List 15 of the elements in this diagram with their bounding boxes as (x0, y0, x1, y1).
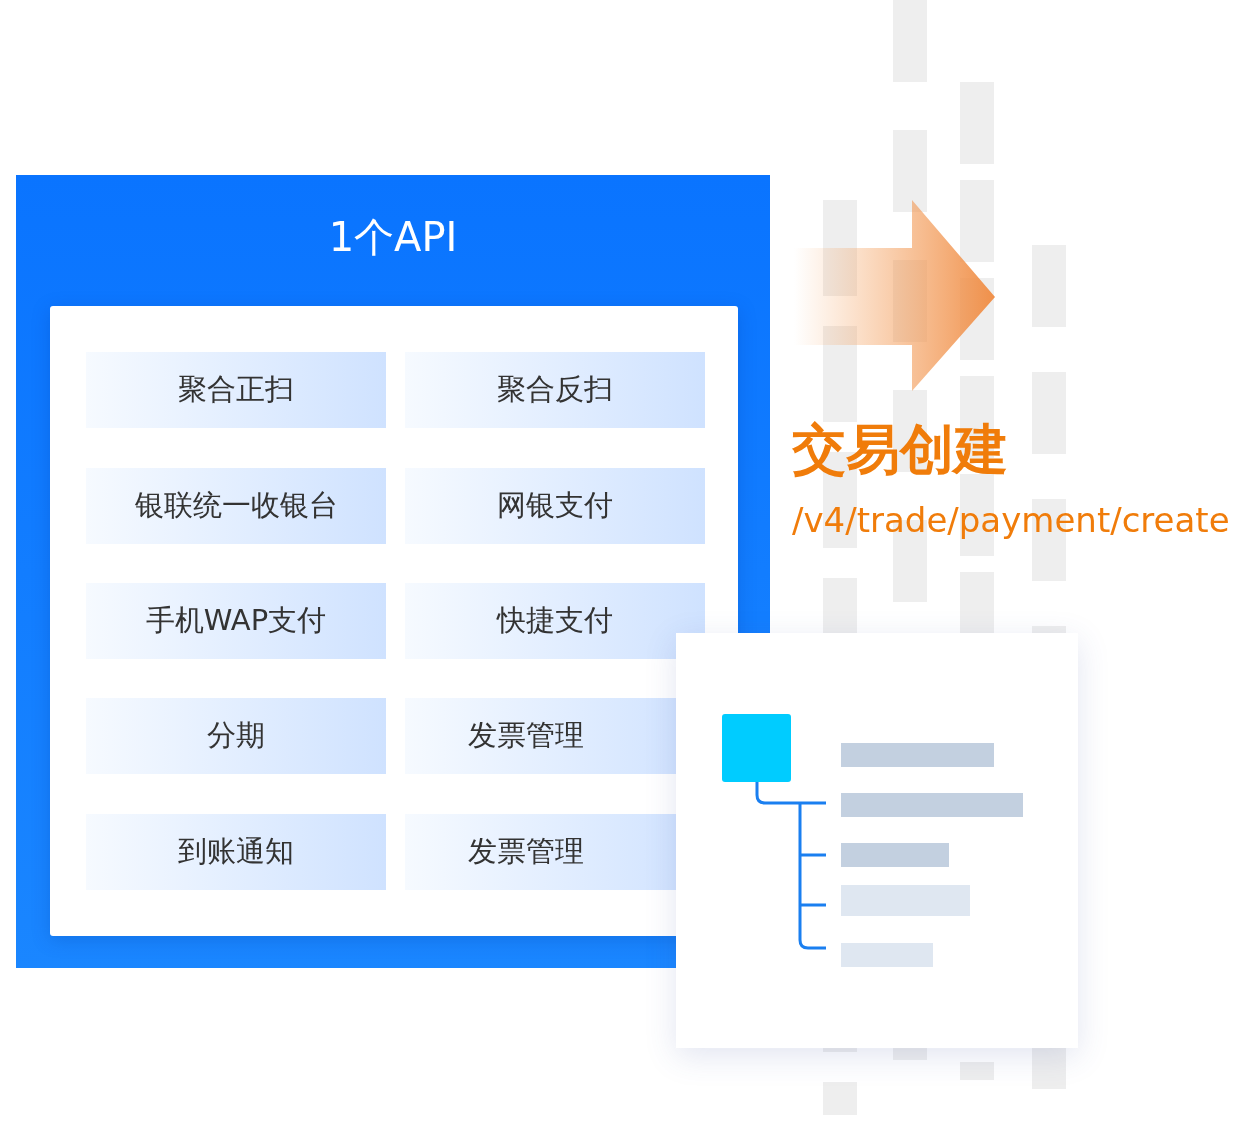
feature-button: 聚合正扫 (86, 352, 386, 428)
api-name: 交易创建 (792, 418, 1008, 483)
api-panel (16, 175, 770, 968)
feature-button: 手机WAP支付 (86, 583, 386, 659)
feature-button: 发票管理 (405, 698, 676, 774)
feature-button: 银联统一收银台 (86, 468, 386, 544)
card-background (50, 306, 738, 936)
panel-title: 1个API (327, 213, 459, 261)
feature-button: 聚合反扫 (405, 352, 705, 428)
feature-button: 网银支付 (405, 468, 705, 544)
feature-button: 快捷支付 (405, 583, 705, 659)
feature-button: 到账通知 (86, 814, 386, 890)
api-path: /v4/trade/payment/create (792, 500, 1230, 541)
feature-button: 分期 (86, 698, 386, 774)
feature-button: 发票管理 (405, 814, 676, 890)
